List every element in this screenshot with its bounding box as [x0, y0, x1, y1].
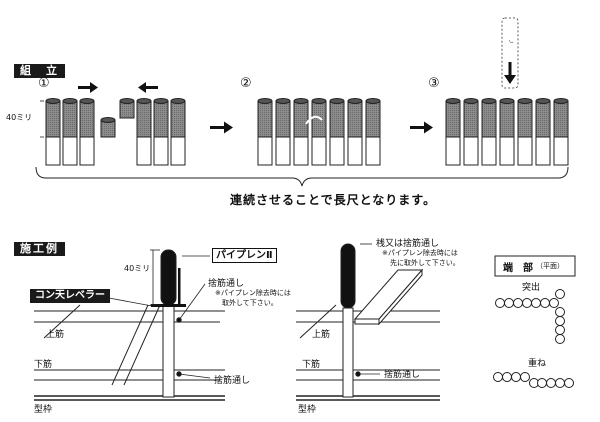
step3-pipes — [445, 98, 569, 166]
protrude-label: 突出 — [522, 283, 541, 293]
protrude-circles — [495, 289, 565, 344]
upper-bar-label: 上筋 — [46, 330, 65, 340]
example-left — [34, 249, 225, 401]
lower-bar-label: 下筋 — [34, 360, 53, 370]
right-note-sub-line1: ※パイプレン除去時には — [382, 249, 458, 257]
example-section-label: 施工例 — [14, 242, 65, 256]
bar-note-1-sub-line2: 取外して下さい。 — [222, 299, 278, 307]
caption-brace — [35, 166, 569, 187]
overlap-label: 重ね — [528, 359, 547, 369]
step1-arrows — [78, 82, 158, 93]
step2-label: ② — [240, 76, 252, 91]
bar-note-1-title: 捨筋通し — [208, 279, 245, 289]
formwork-label: 型枠 — [34, 405, 53, 415]
step3-removed-piece — [501, 17, 519, 89]
step-arrow-2 — [410, 121, 433, 134]
example-height-label: 40ミリ — [124, 264, 151, 273]
right-upper-bar-label: 上筋 — [312, 330, 331, 340]
right-formwork-label: 型枠 — [298, 405, 317, 415]
end-section-frame — [494, 255, 576, 277]
step1-label: ① — [38, 76, 50, 91]
leveler-label: コン天レベラー — [30, 289, 110, 303]
assembly-section-label: 組 立 — [14, 64, 65, 78]
right-note-sub-line2: 先に取外して下さい。 — [390, 259, 460, 267]
overlap-circles — [493, 372, 574, 388]
height-label: 40ミリ — [6, 113, 33, 122]
step3-label: ③ — [428, 76, 440, 91]
height-dimension — [40, 100, 44, 138]
step2-pipes — [257, 98, 381, 166]
product-label: パイプレンⅡ — [212, 248, 277, 263]
bar-note-1-sub-line1: ※パイプレン除去時には — [215, 289, 291, 297]
end-section-title: 端 部 — [503, 263, 533, 274]
right-note-title: 桟又は捨筋通し — [376, 239, 440, 249]
right-lower-bar-label: 下筋 — [302, 360, 321, 370]
assembly-caption: 連続させることで長尺となります。 — [230, 193, 437, 207]
bar-note-2: 捨筋通し — [214, 376, 251, 386]
step1-right-pipes — [119, 98, 186, 166]
step1-left-pipes — [45, 98, 116, 166]
end-section-title-sub: （平面） — [536, 262, 564, 270]
step-arrow-1 — [210, 121, 233, 134]
right-bar-note: 捨筋通し — [384, 370, 421, 380]
example-right — [296, 243, 440, 401]
